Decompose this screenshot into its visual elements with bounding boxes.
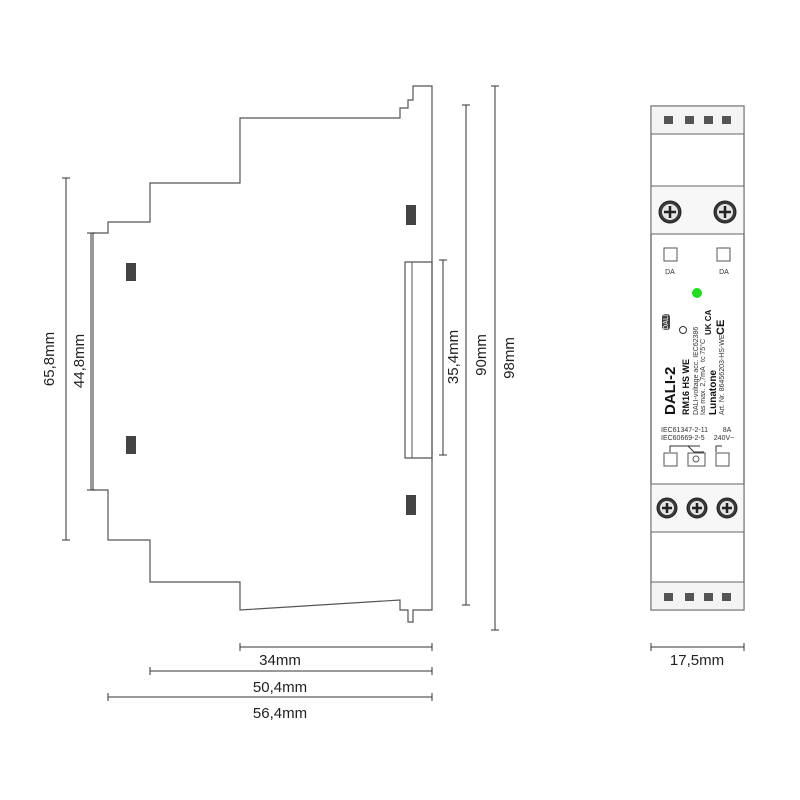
clip-bottom-right [406,495,416,515]
spec-line-1: DALI-voltage acc. IEC62386 [693,327,700,415]
da-label-right: DA [719,269,729,276]
din-slot [404,261,433,459]
screw-lower-2 [686,497,708,519]
lower-terminal-1 [663,452,678,467]
horizontal-dimensions [107,643,745,701]
screw-upper-left [658,200,682,224]
screw-lower-1 [656,497,678,519]
approval-icon [679,326,687,334]
front-view: DA DA DALI-2 RM16 HS WE DALI-voltage acc… [650,105,745,611]
article-number: Art. Nr. 86456203-HS-WE [719,334,726,415]
dim-label-65: 65,8mm [41,332,58,386]
side-view-outline [92,85,433,623]
spec-line-2: Ias max. 2,7mA [700,366,707,415]
da-label-left: DA [665,269,675,276]
product-label: DALI-2 RM16 HS WE DALI-voltage acc. IEC6… [662,309,727,415]
clip-bottom-left [126,436,136,454]
dim-label-44: 44,8mm [71,334,88,388]
standard-2: IEC60669-2-5 [661,435,705,442]
brand-name: Lunatone [708,370,719,415]
model-name: RM16 HS WE [681,359,691,415]
clip-top-right [406,205,416,225]
tc-rating: tc 75°C [699,339,707,362]
mark-ukca: UK CA [704,309,713,335]
screw-upper-right [713,200,737,224]
da-terminal-left [663,247,678,262]
status-led [692,288,702,298]
dim-label-98: 98mm [501,337,518,379]
screw-lower-3 [716,497,738,519]
dim-label-35: 35,4mm [445,330,462,384]
side-view [92,85,433,623]
mark-ce: CE [715,320,727,335]
dim-label-56: 56,4mm [253,705,307,722]
dali-logo-text: DALI [663,314,670,330]
dim-label-50: 50,4mm [253,679,307,696]
dim-label-front: 17,5mm [670,652,724,669]
da-terminal-right [716,247,731,262]
vertical-dimensions [62,85,499,631]
dim-label-34: 34mm [259,652,301,669]
dim-label-90: 90mm [473,334,490,376]
product-title: DALI-2 [662,367,679,415]
switch-symbol [669,445,722,453]
current-rating: 8A [723,427,732,434]
clip-top-left [126,263,136,281]
standard-1: IEC61347-2-11 [661,427,708,434]
lower-terminal-2 [687,452,706,467]
voltage-rating: 240V~ [714,435,734,442]
dali-logo [662,314,670,330]
lower-terminal-3 [715,452,730,467]
